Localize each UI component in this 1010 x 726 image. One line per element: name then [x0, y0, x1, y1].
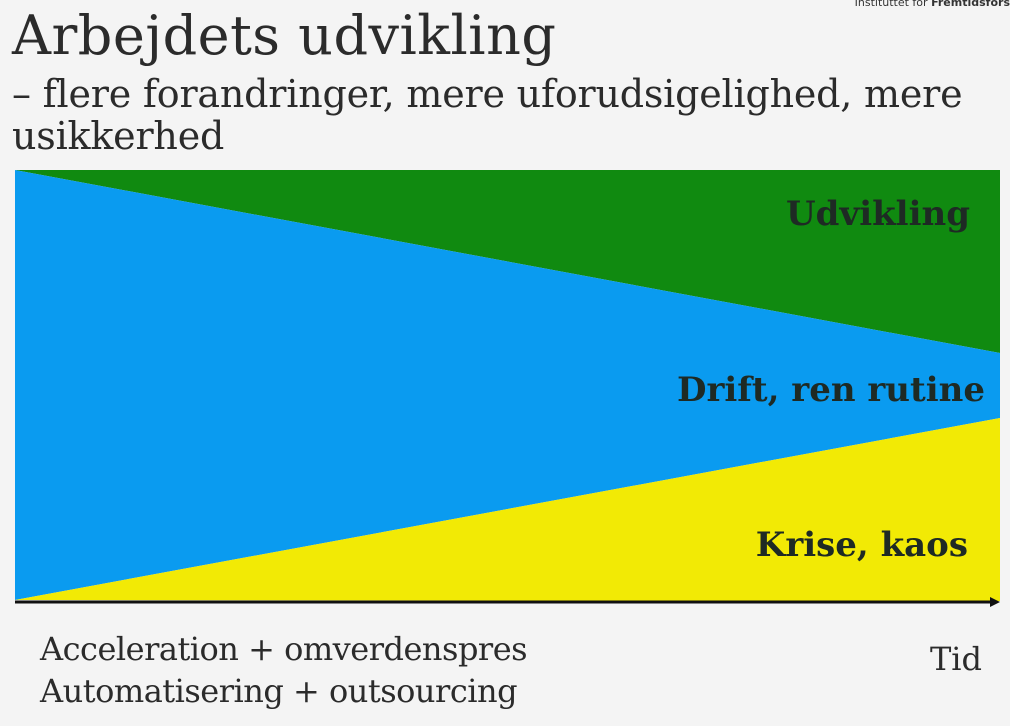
- drift-band: [15, 170, 1000, 600]
- slide-title: Arbejdets udvikling: [12, 4, 557, 67]
- driver-acceleration: Acceleration + omverdenspres: [40, 630, 528, 668]
- drift-label: Drift, ren rutine: [677, 370, 985, 410]
- time-label: Tid: [929, 640, 982, 678]
- organization-logo: Instituttet for Fremtidsfors: [855, 0, 1010, 9]
- slide-subtitle: – flere forandringer, mere uforudsigelig…: [12, 72, 963, 158]
- driver-automation: Automatisering + outsourcing: [40, 672, 518, 710]
- time-axis-arrowhead: [990, 597, 1000, 607]
- krise-band: [15, 418, 1000, 601]
- krise-label: Krise, kaos: [756, 525, 968, 565]
- organization-logo-prefix: Instituttet for: [854, 0, 932, 9]
- organization-logo-bold: Fremtidsfors: [931, 0, 1010, 9]
- udvikling-label: Udvikling: [786, 194, 970, 234]
